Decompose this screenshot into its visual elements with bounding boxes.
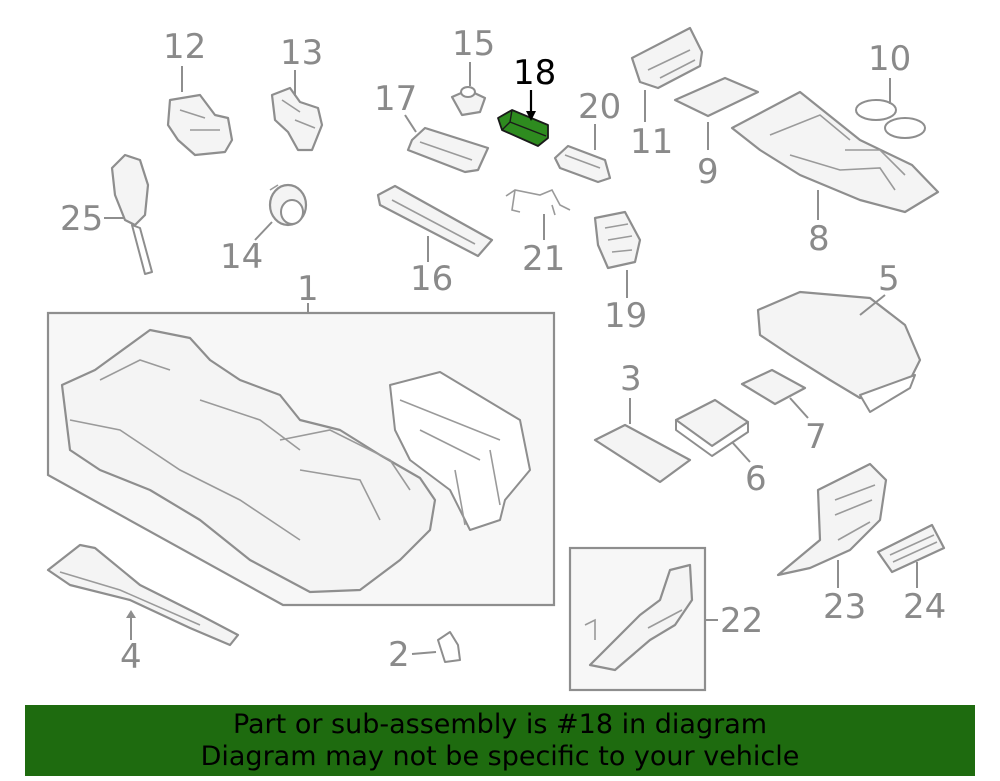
- callout-17: 17: [374, 79, 417, 119]
- part-12-bracket: [166, 93, 234, 157]
- part-1-console-box: [46, 311, 556, 607]
- callout-16: 16: [410, 259, 453, 299]
- callout-19: 19: [604, 296, 647, 336]
- callout-10: 10: [868, 39, 911, 79]
- part-13-bracket: [270, 86, 324, 152]
- callout-14: 14: [220, 237, 263, 277]
- callout-8: 8: [808, 219, 830, 259]
- part-4-trim-strip: [46, 543, 240, 647]
- callout-1: 1: [297, 269, 319, 309]
- callout-4: 4: [120, 637, 142, 677]
- part-21-wire-harness: [505, 188, 571, 216]
- part-10-cup-ring: [855, 99, 926, 139]
- banner-line-1: Part or sub-assembly is #18 in diagram: [232, 709, 768, 740]
- callout-20: 20: [578, 87, 621, 127]
- part-25-shift-knob: [110, 153, 153, 275]
- part-11-panel: [630, 26, 704, 90]
- callout-21: 21: [522, 239, 565, 279]
- part-19-switch: [593, 210, 642, 270]
- callout-24: 24: [903, 587, 946, 627]
- part-5-armrest-lid: [756, 290, 922, 413]
- callout-5: 5: [878, 259, 900, 299]
- part-15-switch: [450, 86, 487, 117]
- callout-6: 6: [745, 459, 767, 499]
- part-20-bezel: [553, 144, 612, 184]
- part-22-side-panel: [568, 546, 707, 692]
- part-18-highlighted: [497, 109, 549, 147]
- part-14-knob: [268, 183, 308, 227]
- callout-2: 2: [388, 635, 410, 675]
- callout-25: 25: [60, 199, 103, 239]
- banner-line-2: Diagram may not be specific to your vehi…: [200, 741, 800, 772]
- callout-23: 23: [823, 587, 866, 627]
- callout-11: 11: [630, 122, 673, 162]
- callout-22: 22: [720, 601, 763, 641]
- callout-15: 15: [452, 24, 495, 64]
- part-9-mat: [673, 76, 760, 118]
- parts-diagram: 1 4 2 12 13 25 14 15: [46, 24, 946, 692]
- part-17-panel: [406, 126, 490, 174]
- part-16-panel: [376, 184, 494, 258]
- info-banner: Part or sub-assembly is #18 in diagram D…: [25, 705, 975, 776]
- callout-13: 13: [280, 33, 323, 73]
- part-3-mat: [593, 423, 692, 484]
- callout-12: 12: [163, 27, 206, 67]
- callout-9: 9: [697, 152, 719, 192]
- part-8-shifter-panel: [730, 90, 940, 214]
- part-7-pad: [740, 368, 807, 406]
- part-2-clip: [437, 631, 461, 663]
- callout-3: 3: [620, 359, 642, 399]
- part-18-body: [497, 109, 549, 147]
- part-6-tray: [674, 398, 750, 457]
- callout-7: 7: [805, 417, 827, 457]
- callout-18: 18: [513, 53, 556, 93]
- part-24-vent: [876, 523, 946, 574]
- part-23-switch-panel: [776, 462, 888, 577]
